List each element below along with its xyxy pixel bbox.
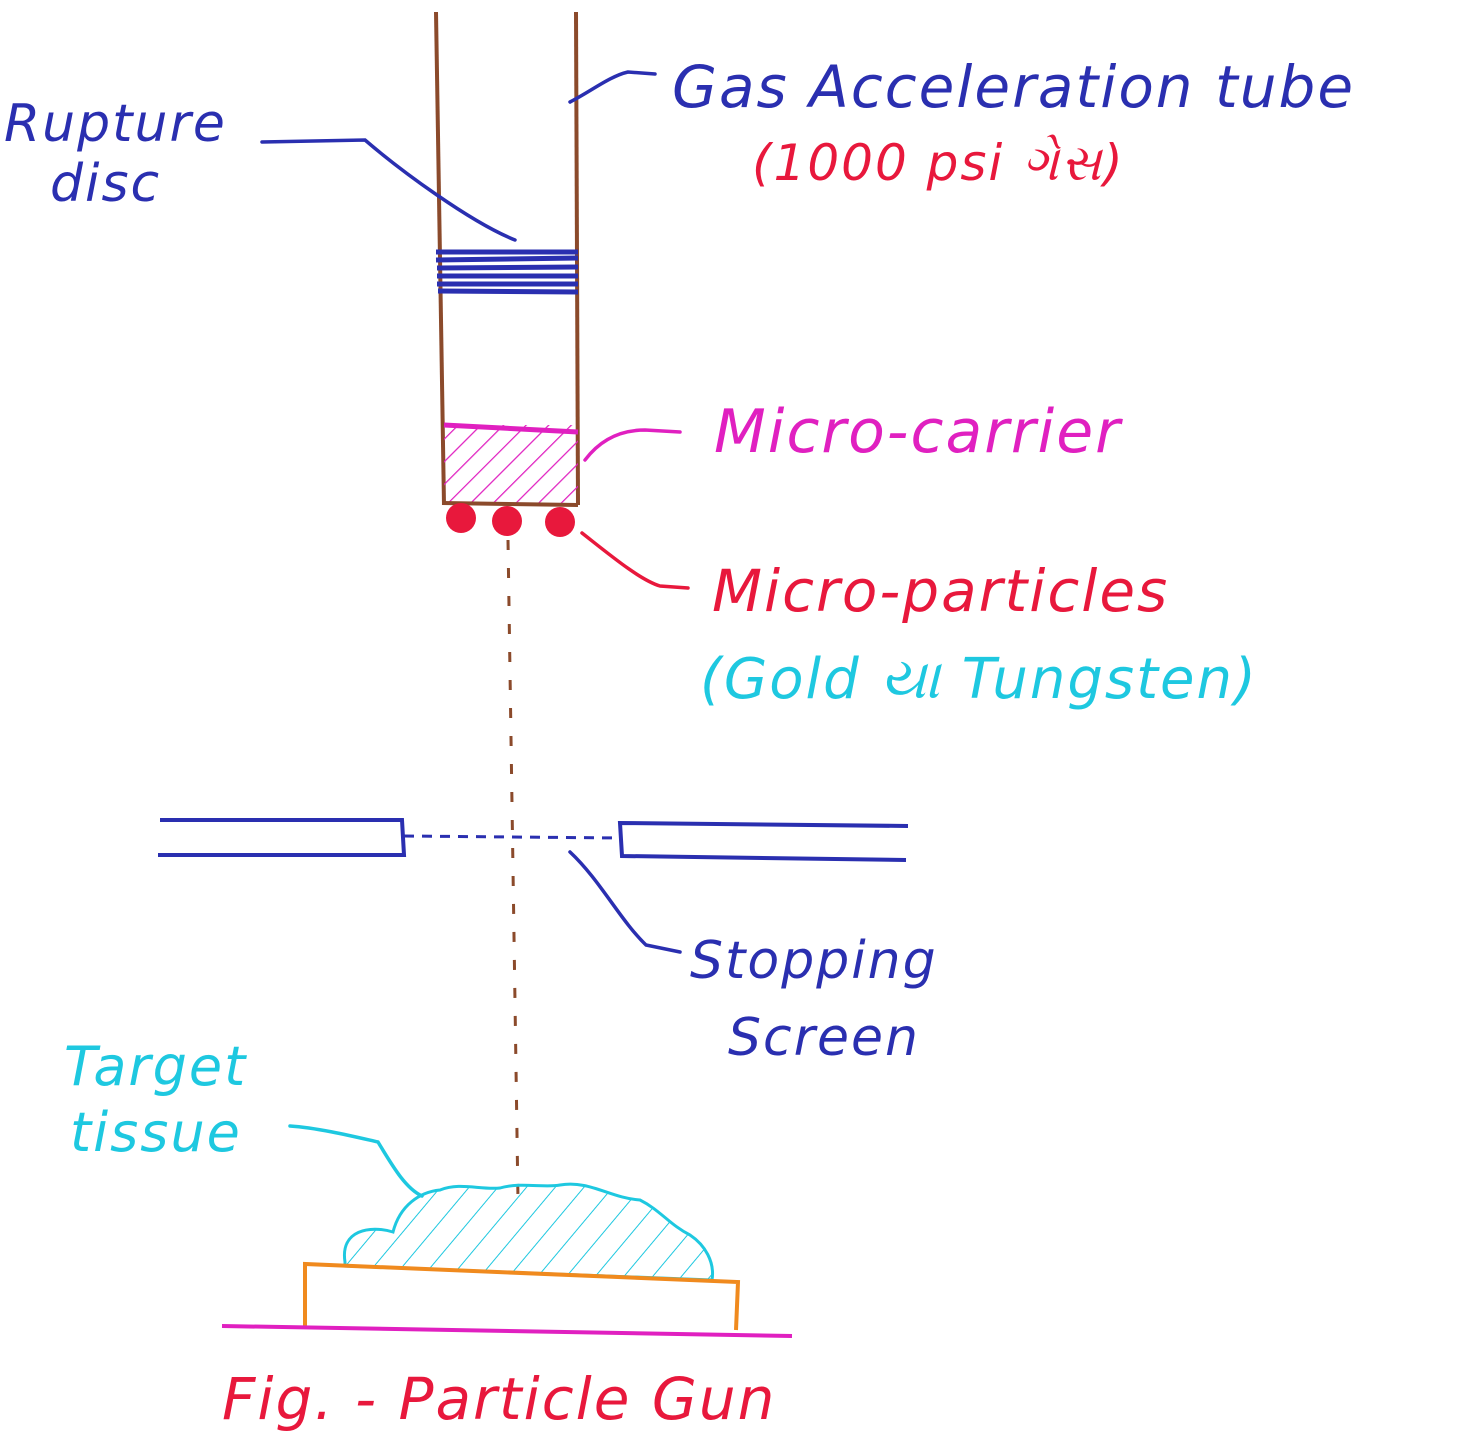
micro-carrier	[441, 422, 579, 507]
figure-caption: Fig. - Particle Gun	[222, 1365, 777, 1433]
micro-particles	[446, 503, 575, 537]
target-tissue-label-line2: tissue	[70, 1101, 242, 1164]
micro-carrier-label: Micro-carrier	[714, 397, 1122, 467]
particle-trajectory	[506, 539, 520, 1201]
stopping-screen-label-line2: Screen	[728, 1008, 920, 1068]
rupture-disc	[435, 249, 579, 295]
micro-carrier-leader	[583, 428, 682, 462]
micro-particles-label: Micro-particles	[712, 557, 1170, 625]
stopping-screen	[158, 818, 909, 862]
leader-lines	[260, 70, 690, 1198]
pressure-label: (1000 psi ગેસ)	[752, 134, 1125, 192]
gas-tube-leader	[568, 70, 657, 104]
rupture-disc-label-line1: Rupture	[4, 94, 227, 154]
stopping-screen-label-line1: Stopping	[690, 931, 938, 991]
micro-particles-leader	[580, 531, 690, 590]
rupture-disc-leader	[260, 138, 517, 242]
target-tissue	[343, 1182, 715, 1282]
gas-tube-label: Gas Acceleration tube	[672, 53, 1356, 121]
target-tissue-label-line1: Target	[64, 1035, 248, 1098]
stopping-screen-leader	[568, 850, 682, 954]
sample-base	[221, 1261, 793, 1338]
target-tissue-leader	[288, 1124, 424, 1198]
rupture-disc-label-line2: disc	[50, 154, 162, 214]
particle-material-label: (Gold યા Tungsten)	[700, 647, 1258, 712]
